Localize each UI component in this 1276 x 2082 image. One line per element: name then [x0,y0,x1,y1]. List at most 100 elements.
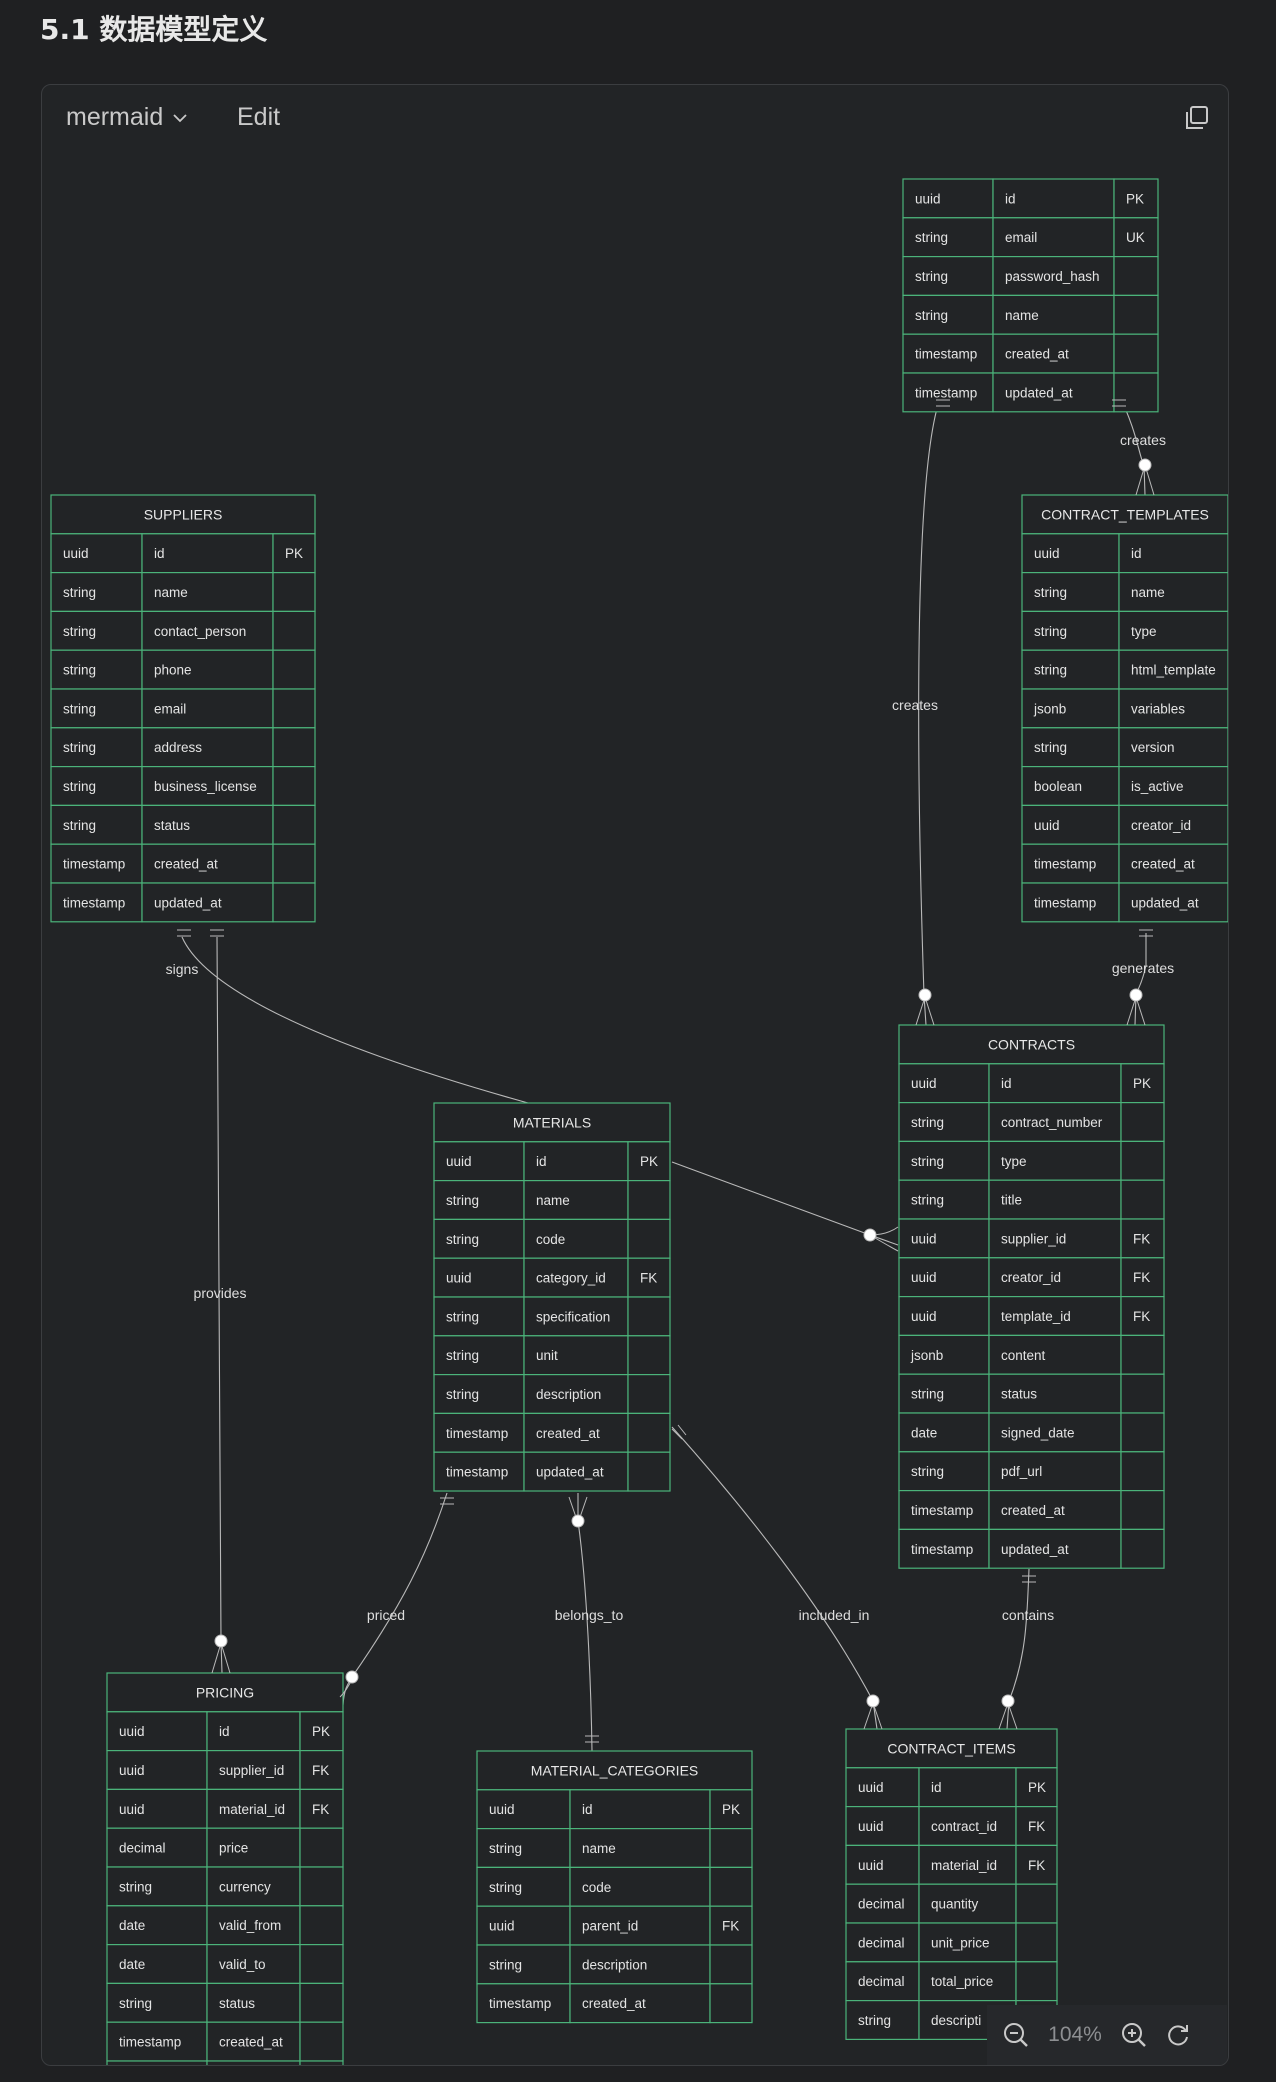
relationship-label: signs [166,961,199,977]
attr-name: type [1131,624,1157,639]
attr-name: id [931,1780,942,1795]
attr-name: specification [536,1309,610,1324]
attr-type: string [489,1957,522,1972]
attr-name: quantity [931,1897,979,1912]
zoom-level: 104% [1048,2023,1102,2046]
attr-key: PK [1133,1076,1151,1091]
attr-type: date [119,1957,145,1972]
attr-name: creator_id [1001,1270,1061,1285]
attr-name: supplier_id [1001,1231,1066,1246]
attr-type: string [911,1193,944,1208]
attr-type: string [63,624,96,639]
attr-name: id [582,1802,593,1817]
attr-name: type [1001,1154,1027,1169]
attr-type: string [63,663,96,678]
attr-type: uuid [911,1076,937,1091]
attr-type: decimal [119,1841,166,1856]
relationship-line [181,936,529,1104]
attr-name: created_at [582,1996,646,2011]
attr-type: string [1034,585,1067,600]
attr-name: updated_at [536,1465,604,1480]
attr-type: timestamp [446,1426,508,1441]
attr-name: signed_date [1001,1425,1075,1440]
entity-row: date signed_date [898,1412,1165,1453]
attr-name: code [582,1880,611,1895]
mermaid-dropdown[interactable]: mermaid [66,103,189,132]
attr-name: category_id [536,1271,606,1286]
attr-type: string [915,269,948,284]
relationship-label: belongs_to [555,1607,624,1623]
entity-row: string unit [433,1335,671,1376]
attr-name: email [1005,230,1037,245]
attr-type: jsonb [1033,701,1066,716]
entity-title: CONTRACT_TEMPLATES [1041,506,1209,522]
cardinality-dot [866,1694,880,1708]
edit-button[interactable]: Edit [237,103,281,131]
attr-type: string [858,2013,891,2028]
zoom-out-icon[interactable] [1001,2020,1031,2050]
attr-type: timestamp [119,2035,181,2050]
attr-type: uuid [911,1231,937,1246]
attr-type: uuid [119,1802,145,1817]
attr-name: status [154,818,190,833]
attr-type: string [446,1387,479,1402]
attr-name: id [154,546,165,561]
attr-type: string [915,308,948,323]
attr-type: string [63,585,96,600]
attr-type: timestamp [63,857,125,872]
copy-icon[interactable] [1182,103,1212,133]
attr-name: business_license [154,779,257,794]
attr-key: PK [285,546,303,561]
zoom-in-icon[interactable] [1119,2020,1149,2050]
attr-type: timestamp [1034,895,1096,910]
entity-title: MATERIAL_CATEGORIES [531,1762,699,1778]
attr-type: string [63,740,96,755]
relationship-line [342,1492,448,1706]
attr-name: address [154,740,202,755]
attr-type: uuid [911,1309,937,1324]
attr-name: description [536,1387,601,1402]
attr-type: date [911,1425,937,1440]
attr-name: id [1005,191,1016,206]
attr-type: string [915,230,948,245]
attr-name: contract_id [931,1819,997,1834]
attr-name: name [536,1193,570,1208]
attr-name: unit [536,1348,558,1363]
attr-name: id [1131,546,1142,561]
reset-icon[interactable] [1163,2020,1193,2050]
attr-name: name [1131,585,1165,600]
entity-title: SUPPLIERS [144,506,223,522]
attr-name: id [1001,1076,1012,1091]
relationship-line [918,392,943,1026]
attr-key: FK [1028,1858,1045,1873]
attr-name: created_at [1001,1503,1065,1518]
attr-name: descripti [931,2013,981,2028]
attr-type: string [446,1348,479,1363]
entity-row: string description [433,1373,671,1414]
entity-row [106,2060,344,2065]
attr-type: string [446,1232,479,1247]
